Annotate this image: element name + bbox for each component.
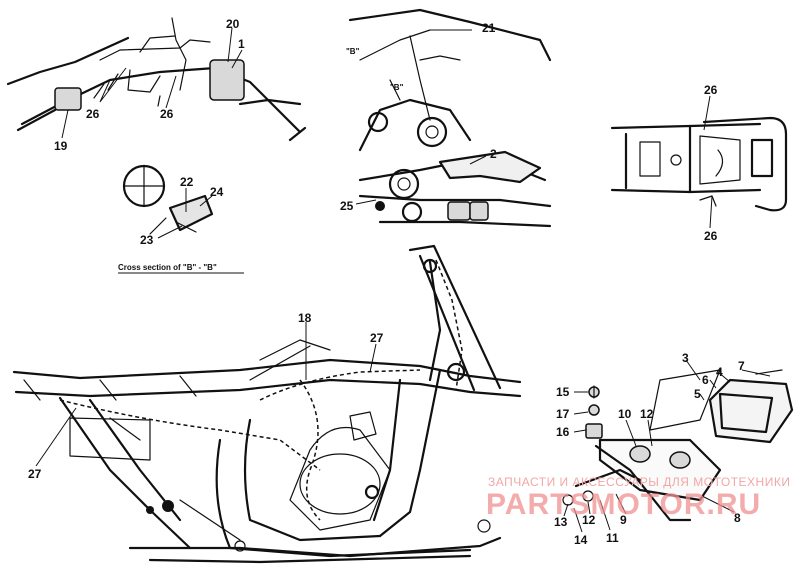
callout-26: 26: [704, 83, 718, 97]
callout-22: 22: [180, 175, 194, 189]
section-marker-b: "B": [346, 47, 360, 56]
callout-18: 18: [298, 311, 312, 325]
callout-12: 12: [582, 513, 596, 527]
callout-12: 12: [640, 407, 654, 421]
callout-2: 2: [490, 147, 497, 161]
tail-detail: [610, 116, 788, 212]
callout-26: 26: [86, 107, 100, 121]
callout-27: 27: [370, 331, 384, 345]
cross-section-b-b: [122, 164, 214, 235]
callout-25: 25: [340, 199, 354, 213]
callout-6: 6: [702, 373, 709, 387]
callout-10: 10: [618, 407, 632, 421]
callout-20: 20: [226, 17, 240, 31]
callout-9: 9: [620, 513, 627, 527]
callout-26: 26: [704, 229, 718, 243]
watermark: ЗАПЧАСТИ И АКСЕССУАРЫ ДЛЯ МОТОТЕХНИКИ PA…: [486, 475, 790, 521]
headlight-exploded: [562, 369, 794, 522]
callout-7: 7: [738, 359, 745, 373]
callout-13: 13: [554, 515, 568, 529]
main-frame: [12, 244, 522, 564]
watermark-logo: PARTSMOTOR.RU: [486, 488, 761, 521]
handlebar-assembly: [6, 17, 307, 142]
callout-17: 17: [556, 407, 570, 421]
callout-24: 24: [210, 185, 224, 199]
callout-19: 19: [54, 139, 68, 153]
cross-section-caption: Cross section of "B" - "B": [118, 263, 217, 272]
watermark-tagline: ЗАПЧАСТИ И АКСЕССУАРЫ ДЛЯ МОТОТЕХНИКИ: [488, 475, 790, 489]
callout-23: 23: [140, 233, 154, 247]
callout-5: 5: [694, 387, 701, 401]
callout-3: 3: [682, 351, 689, 365]
callout-11: 11: [606, 531, 619, 545]
leader-lines: [35, 27, 771, 533]
callout-15: 15: [556, 385, 570, 399]
section-marker-b: "B": [390, 83, 404, 92]
callout-8: 8: [734, 511, 741, 525]
callout-4: 4: [716, 365, 723, 379]
callout-16: 16: [556, 425, 570, 439]
callout-1: 1: [238, 37, 245, 51]
callout-21: 21: [482, 21, 496, 35]
steering-head-detail: [348, 8, 552, 228]
callout-26: 26: [160, 107, 174, 121]
callout-27: 27: [28, 467, 42, 481]
callout-labels: 20 1 26 26 19 22 24 23 Cross section of …: [28, 17, 745, 547]
callout-14: 14: [574, 533, 588, 547]
